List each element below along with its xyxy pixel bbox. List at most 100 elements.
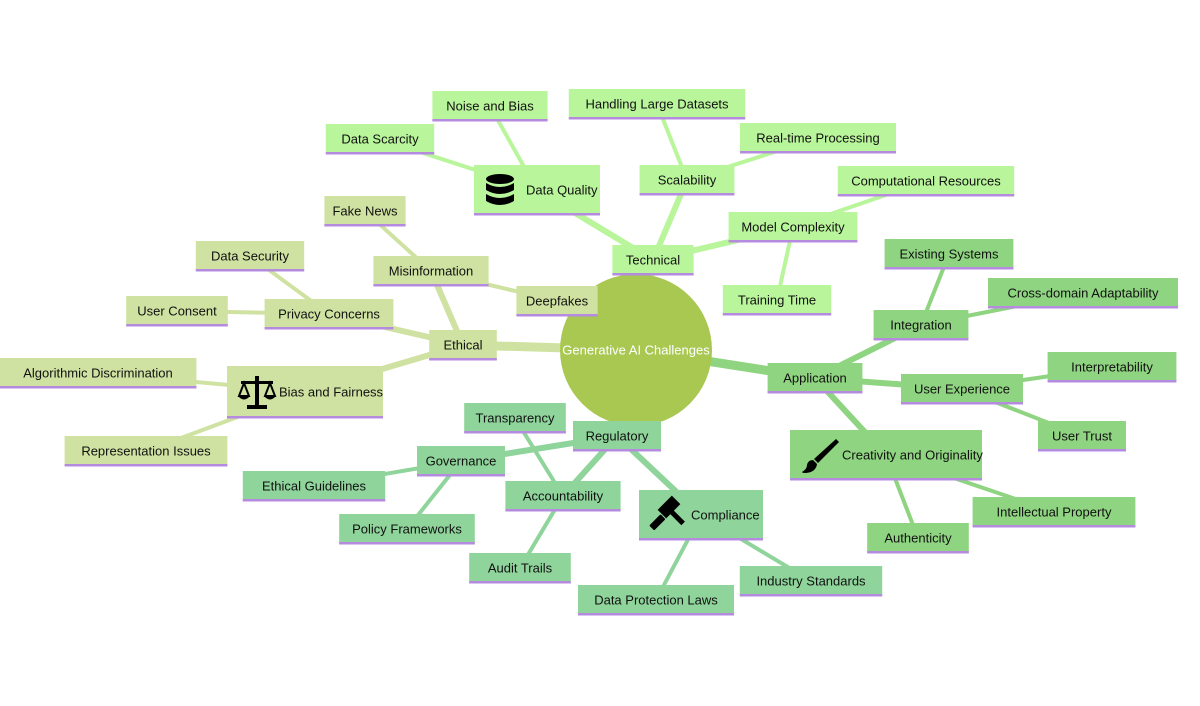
node-data-security[interactable]: Data Security [195,241,305,272]
node-data-protection-laws[interactable]: Data Protection Laws [578,585,734,616]
node-label: User Consent [137,303,217,318]
node-label: Deepfakes [526,293,589,308]
node-algorithmic-discrimination[interactable]: Algorithmic Discrimination [0,358,197,389]
node-label: Regulatory [586,428,649,443]
root-circle [560,274,712,426]
node-computational-resources[interactable]: Computational Resources [837,166,1015,197]
node-user-experience[interactable]: User Experience [901,374,1023,405]
node-label: Data Protection Laws [594,592,718,607]
node-box [0,358,197,388]
node-cross-domain-adaptability[interactable]: Cross-domain Adaptability [988,278,1178,309]
node-box [227,366,383,418]
node-label: Transparency [476,410,555,425]
node-label: Real-time Processing [756,130,880,145]
node-label: User Trust [1052,428,1112,443]
node-underline [740,151,896,154]
node-box [264,299,394,329]
node-underline [901,402,1023,405]
node-audit-trails[interactable]: Audit Trails [469,553,571,584]
node-noise-and-bias[interactable]: Noise and Bias [432,91,548,122]
node-box [464,403,566,433]
node-label: Model Complexity [741,219,845,234]
node-box [722,285,832,315]
node-user-consent[interactable]: User Consent [126,296,228,327]
node-underline [373,284,489,287]
node-existing-systems[interactable]: Existing Systems [884,239,1014,270]
node-label: Intellectual Property [997,504,1112,519]
node-label: Authenticity [884,530,952,545]
node-label: Ethical [443,337,482,352]
node-underline [464,431,566,434]
node-ethical-guidelines[interactable]: Ethical Guidelines [242,471,386,502]
node-transparency[interactable]: Transparency [464,403,566,434]
node-bias-and-fairness[interactable]: Bias and Fairness [227,366,384,419]
node-box [373,256,489,286]
node-user-trust[interactable]: User Trust [1038,421,1126,452]
node-box [505,481,621,511]
node-label: Representation Issues [81,443,211,458]
node-underline [639,538,763,541]
node-accountability[interactable]: Accountability [505,481,621,512]
node-label: Audit Trails [488,560,553,575]
node-model-complexity[interactable]: Model Complexity [728,212,858,243]
node-interpretability[interactable]: Interpretability [1047,352,1177,383]
node-industry-standards[interactable]: Industry Standards [739,566,883,597]
node-policy-frameworks[interactable]: Policy Frameworks [339,514,475,545]
node-underline [767,391,863,394]
node-integration[interactable]: Integration [873,310,969,341]
node-label: Privacy Concerns [278,306,380,321]
node-underline [429,358,497,361]
node-ethical[interactable]: Ethical [429,330,497,361]
node-technical[interactable]: Technical [612,245,694,276]
node-underline [573,449,661,452]
node-training-time[interactable]: Training Time [722,285,832,316]
node-intellectual-property[interactable]: Intellectual Property [972,497,1136,528]
node-data-quality[interactable]: Data Quality [474,165,600,216]
node-underline [837,194,1015,197]
node-label: Scalability [658,172,717,187]
node-underline [505,509,621,512]
node-box [568,89,746,119]
node-box [767,363,863,393]
node-scalability[interactable]: Scalability [639,165,735,196]
node-label: Fake News [332,203,398,218]
node-underline [867,551,969,554]
node-underline [728,240,858,243]
node-deepfakes[interactable]: Deepfakes [516,286,598,317]
node-underline [1038,449,1126,452]
node-label: Integration [890,317,951,332]
node-underline [474,213,600,216]
node-privacy-concerns[interactable]: Privacy Concerns [264,299,394,330]
node-data-scarcity[interactable]: Data Scarcity [325,124,435,155]
node-underline [325,152,435,155]
node-underline [417,474,505,477]
node-regulatory[interactable]: Regulatory [573,421,661,452]
node-box [325,124,435,154]
node-authenticity[interactable]: Authenticity [867,523,969,554]
node-box [573,421,661,451]
node-fake-news[interactable]: Fake News [324,196,406,227]
node-application[interactable]: Application [767,363,863,394]
node-real-time-processing[interactable]: Real-time Processing [740,123,896,154]
root-node[interactable]: Generative AI Challenges [560,274,712,426]
node-label: Cross-domain Adaptability [1007,285,1159,300]
node-underline [639,193,735,196]
node-representation-issues[interactable]: Representation Issues [64,436,228,467]
node-box [739,566,883,596]
node-governance[interactable]: Governance [417,446,505,477]
node-underline [227,416,383,419]
node-compliance[interactable]: Compliance [639,490,763,541]
node-creativity-and-originality[interactable]: Creativity and Originality [790,430,983,481]
node-underline [264,327,394,330]
node-underline [432,119,548,122]
node-box [901,374,1023,404]
node-underline [578,613,734,616]
node-handling-large-datasets[interactable]: Handling Large Datasets [568,89,746,120]
node-underline [339,542,475,545]
node-box [612,245,694,275]
node-label: Data Scarcity [341,131,419,146]
node-underline [568,117,746,120]
node-misinformation[interactable]: Misinformation [373,256,489,287]
root-label: Generative AI Challenges [562,342,710,357]
node-underline [790,478,982,481]
